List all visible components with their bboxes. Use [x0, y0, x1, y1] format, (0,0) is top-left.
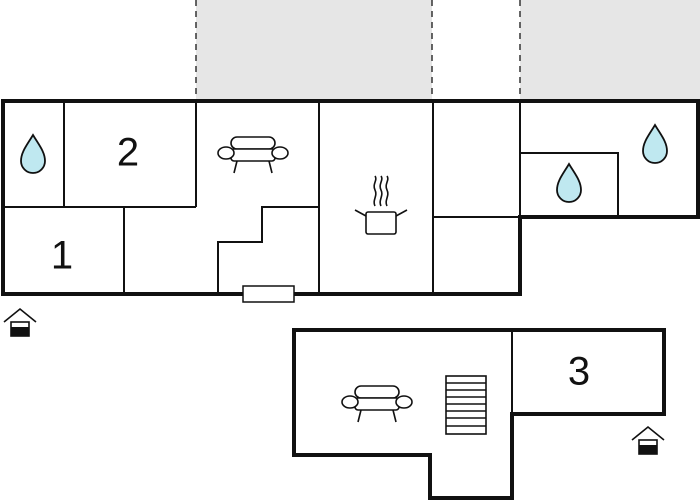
terrace-right — [519, 0, 700, 100]
sofa-icon — [217, 136, 289, 174]
room-label-3: 3 — [568, 350, 590, 394]
door-mat-icon — [242, 285, 295, 303]
cooking-pot-icon — [354, 175, 408, 235]
terrace-left — [195, 0, 433, 100]
entrance-house-icon — [3, 307, 37, 337]
water-drop-icon — [20, 133, 46, 174]
room-label-1: 1 — [51, 234, 73, 278]
ground-floor-outline — [1, 99, 700, 296]
stairs-icon — [445, 375, 487, 435]
entrance-house-icon — [631, 425, 665, 455]
sofa-icon — [341, 385, 413, 423]
interior-walls-upper — [3, 101, 619, 294]
room-label-2: 2 — [117, 131, 139, 175]
water-drop-icon — [642, 123, 668, 164]
water-drop-icon — [556, 162, 582, 203]
